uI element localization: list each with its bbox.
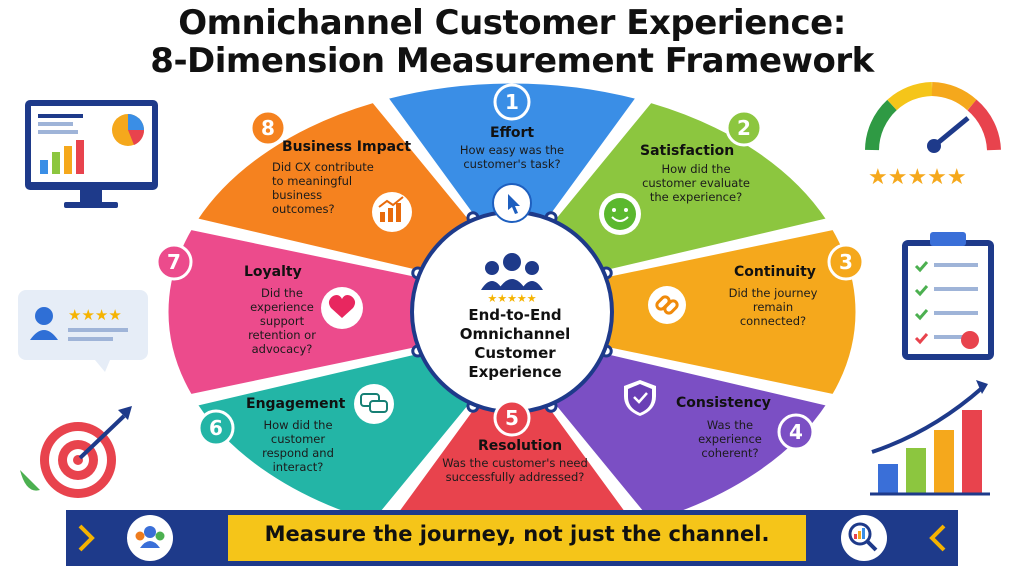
dimension-6-title: Engagement bbox=[246, 396, 346, 412]
dimension-8-question: Did CX contribute to meaningful business… bbox=[272, 160, 374, 216]
dimension-8-badge: 8 bbox=[249, 109, 287, 147]
pointer-click-icon bbox=[492, 183, 532, 223]
dimension-5-question: Was the customer's need successfully add… bbox=[442, 456, 588, 484]
dimension-8-title: Business Impact bbox=[282, 139, 412, 155]
chain-link-icon bbox=[648, 286, 686, 324]
shield-check-icon bbox=[624, 380, 656, 416]
gauge-meter-icon bbox=[865, 82, 1001, 153]
dimension-2-number: 2 bbox=[737, 116, 751, 140]
center-label: End-to-End Omnichannel Customer Experien… bbox=[459, 306, 571, 381]
dimension-4-number: 4 bbox=[789, 420, 803, 444]
target-arrow-icon bbox=[20, 406, 132, 498]
dimension-7-badge: 7 bbox=[155, 243, 193, 281]
team-icon bbox=[135, 526, 165, 548]
dashboard-monitor-icon bbox=[25, 100, 158, 208]
growth-bars-icon bbox=[870, 380, 990, 496]
banner-text: Measure the journey, not just the channe… bbox=[264, 522, 770, 546]
dimension-8-number: 8 bbox=[261, 116, 275, 140]
dimension-3-number: 3 bbox=[839, 250, 853, 274]
dimension-2-badge: 2 bbox=[725, 109, 763, 147]
smiley-face-icon bbox=[599, 193, 641, 235]
dimension-3-badge: 3 bbox=[827, 243, 865, 281]
dimension-5-number: 5 bbox=[505, 406, 519, 430]
dimension-7-question: Did the experience support retention or … bbox=[248, 286, 316, 356]
center-stars: ★★★★★ bbox=[487, 292, 536, 305]
chat-bubbles-icon bbox=[354, 384, 394, 424]
dimension-1-title: Effort bbox=[490, 125, 535, 141]
review-card-icon bbox=[18, 290, 148, 372]
dimension-2-question: How did the customer evaluate the experi… bbox=[642, 162, 750, 204]
dimension-7-title: Loyalty bbox=[244, 264, 302, 280]
dimension-2-title: Satisfaction bbox=[640, 143, 735, 159]
magnifier-chart-icon bbox=[848, 522, 878, 552]
clipboard-checklist-icon bbox=[902, 232, 994, 360]
dimension-4-badge: 4 bbox=[777, 413, 815, 451]
rating-stars: ★★★★★ bbox=[868, 165, 967, 190]
review-card-stars: ★★★★ bbox=[68, 306, 122, 324]
dimension-6-question: How did the customer respond and interac… bbox=[262, 418, 334, 474]
title-line-2: 8-Dimension Measurement Framework bbox=[150, 41, 874, 81]
dimension-1-number: 1 bbox=[505, 90, 519, 114]
heart-icon bbox=[321, 287, 363, 329]
dimension-6-number: 6 bbox=[209, 416, 223, 440]
bottom-banner bbox=[66, 510, 958, 566]
dimension-5-title: Resolution bbox=[478, 438, 563, 454]
dimension-1-badge: 1 bbox=[493, 83, 531, 121]
dimension-3-question: Did the journey remain connected? bbox=[728, 286, 818, 328]
dimension-6-badge: 6 bbox=[197, 409, 235, 447]
title-line-1: Omnichannel Customer Experience: bbox=[178, 3, 846, 43]
dimension-4-question: Was the experience coherent? bbox=[698, 418, 762, 460]
dimension-5-badge: 5 bbox=[493, 399, 531, 437]
dimension-1-question: How easy was the customer's task? bbox=[459, 143, 565, 171]
dimension-7-number: 7 bbox=[167, 250, 181, 274]
dimension-4-title: Consistency bbox=[676, 395, 771, 411]
growth-chart-icon bbox=[372, 192, 412, 232]
dimension-3-title: Continuity bbox=[734, 264, 816, 280]
people-group-icon bbox=[481, 253, 543, 290]
